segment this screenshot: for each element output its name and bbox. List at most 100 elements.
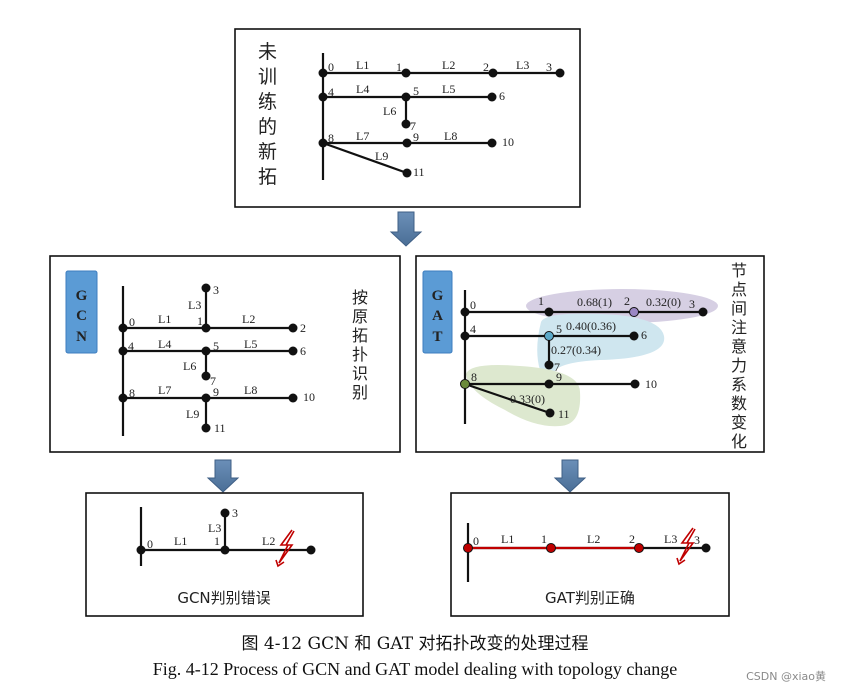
untrained-side-label: 未 训 练 的 新 拓 扑 <box>258 41 277 188</box>
label: L9 <box>375 149 388 163</box>
label: 3 <box>689 297 695 311</box>
node <box>401 92 411 102</box>
untrained-topology-panel: 未 训 练 的 新 拓 扑 <box>234 28 581 208</box>
label: 3 <box>213 283 219 297</box>
node <box>201 393 211 403</box>
edge <box>322 141 408 175</box>
label: G <box>432 288 444 304</box>
label: 8 <box>129 386 135 400</box>
label: L2 <box>262 534 275 548</box>
node <box>201 283 211 293</box>
shape <box>49 255 401 453</box>
node <box>288 323 298 333</box>
label: L8 <box>244 383 257 397</box>
gcn-side-label: 按 原 拓 扑 识 别 <box>352 288 368 402</box>
label: 6 <box>499 89 505 103</box>
label: 6 <box>300 344 306 358</box>
label: 4 <box>470 322 476 336</box>
shape <box>275 559 285 568</box>
label: 0.27(0.34) <box>551 343 601 357</box>
label: L4 <box>158 337 171 351</box>
group: 0 1 2 3 L1 L2 L3 <box>473 532 700 548</box>
node <box>460 307 470 317</box>
node <box>629 331 639 341</box>
label: 0 <box>147 537 153 551</box>
label: 0 <box>473 534 479 548</box>
label: 2 <box>483 60 489 74</box>
label: 10 <box>303 390 315 404</box>
label: L2 <box>442 58 455 72</box>
untrained-node-labels: 0 1 2 3 4 5 6 7 8 9 10 11 <box>328 60 552 179</box>
label: 0.40(0.36) <box>566 319 616 333</box>
label: L3 <box>664 532 677 546</box>
label: 7 <box>554 360 560 374</box>
node <box>288 346 298 356</box>
group: 0 1 2 3 4 5 6 7 8 9 10 11 <box>470 294 695 421</box>
node <box>629 307 639 317</box>
group: G A T <box>432 288 444 345</box>
gcn-badge-text: G C N <box>76 288 88 345</box>
node <box>698 307 708 317</box>
label: 9 <box>213 385 219 399</box>
label: 4 <box>328 85 334 99</box>
node <box>318 92 328 102</box>
label: 原 <box>352 307 368 326</box>
label: 11 <box>214 421 226 435</box>
label: L3 <box>188 298 201 312</box>
label: A <box>432 308 443 324</box>
group <box>136 508 316 555</box>
node <box>318 138 328 148</box>
node <box>136 545 146 555</box>
shape <box>206 459 240 493</box>
label: L6 <box>383 104 396 118</box>
flow-arrow-down-icon <box>553 459 587 493</box>
label: 7 <box>210 374 216 388</box>
label: L1 <box>501 532 514 546</box>
group <box>118 283 298 433</box>
label: 3 <box>232 506 238 520</box>
label: 变 <box>731 413 747 432</box>
node <box>544 307 554 317</box>
label: L5 <box>244 337 257 351</box>
label: 9 <box>413 130 419 144</box>
edge <box>464 382 551 415</box>
label: L7 <box>356 129 369 143</box>
label: 0.32(0) <box>646 295 681 309</box>
label: 10 <box>502 135 514 149</box>
shape <box>234 28 581 208</box>
label: 7 <box>410 119 416 133</box>
label: 化 <box>731 432 747 451</box>
side-char: 训 <box>258 66 277 88</box>
group <box>463 543 711 553</box>
label: 0.33(0) <box>510 392 545 406</box>
node <box>402 168 412 178</box>
label: L8 <box>444 129 457 143</box>
label: L2 <box>242 312 255 326</box>
label: T <box>432 329 442 345</box>
label: 11 <box>558 407 570 421</box>
node <box>544 360 554 370</box>
label: L5 <box>442 82 455 96</box>
label: 3 <box>546 60 552 74</box>
label: 8 <box>328 131 334 145</box>
label: 别 <box>352 383 368 402</box>
node <box>634 543 644 553</box>
label: 5 <box>213 339 219 353</box>
label: 间 <box>731 299 747 318</box>
fault-lightning-icon <box>278 529 295 564</box>
gcn-result-panel: 0 1 3 L1 L3 L2 GCN判别错误 <box>85 492 364 617</box>
label: 注 <box>731 318 747 337</box>
label: 拓 <box>352 326 368 345</box>
label: 11 <box>413 165 425 179</box>
node <box>460 331 470 341</box>
label: 1 <box>214 534 220 548</box>
node <box>201 346 211 356</box>
figure-caption-en: Fig. 4-12 Process of GCN and GAT model d… <box>153 659 678 679</box>
label: 1 <box>396 60 402 74</box>
group: 0 1 3 L1 L3 L2 <box>147 506 275 551</box>
node <box>201 371 211 381</box>
label: 0 <box>470 298 476 312</box>
label: 5 <box>413 84 419 98</box>
label: 8 <box>471 370 477 384</box>
